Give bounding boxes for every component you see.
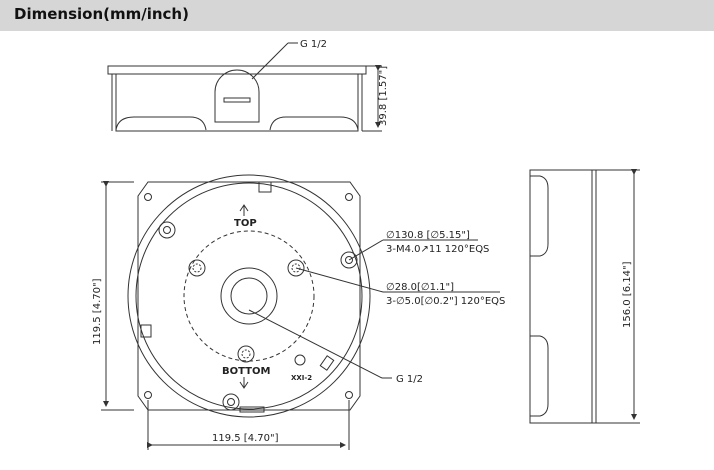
top-arrow-icon (239, 204, 249, 216)
top-view-thread-boss (214, 69, 260, 123)
small-holes-label: 3-∅5.0[∅0.2"] 120°EQS (386, 296, 505, 307)
tab-right (319, 355, 335, 371)
thread-hole-left (188, 259, 206, 277)
marking-symbol (294, 354, 306, 366)
bottom-arrow-icon (239, 377, 249, 389)
mount-boss-right (340, 251, 358, 269)
corner-hole-bl (144, 391, 152, 399)
bottom-thread-label: G 1/2 (396, 374, 423, 385)
side-view-body (529, 169, 593, 424)
mount-screw-label: 3-M4.0↗11 120°EQS (386, 244, 489, 255)
corner-hole-br (345, 391, 353, 399)
front-view-hole-circle (183, 230, 315, 362)
front-view-square-base (137, 181, 361, 411)
mount-boss-left (158, 221, 176, 239)
front-view-center-inner (230, 277, 268, 315)
top-view-left-foot (115, 116, 207, 131)
front-view-center-outer (220, 267, 278, 325)
section-title: Dimension(mm/inch) (14, 5, 189, 23)
front-view-width-label: 119.5 [4.70"] (212, 433, 279, 444)
top-view-right-foot (269, 116, 359, 131)
hole-circle-dia-label: ∅130.8 [∅5.15"] (386, 230, 470, 241)
front-view (101, 174, 500, 450)
side-view-upper-boss (530, 175, 549, 257)
leader-mount-screw (348, 239, 384, 261)
bottom-marker-label: BOTTOM (222, 366, 270, 377)
tab-top (258, 181, 272, 193)
leader-small-holes (295, 267, 384, 293)
front-view-outer-circle (127, 174, 371, 418)
leader-bottom-thread (248, 309, 383, 379)
front-view-inner-circle (135, 182, 363, 410)
top-view-thread-slot (223, 97, 251, 103)
section-header: Dimension(mm/inch) (0, 0, 714, 31)
marking-text: XXI-2 (291, 374, 312, 382)
top-view-rim (107, 65, 367, 75)
top-marker-label: TOP (234, 218, 257, 229)
front-view-height-label: 119.5 [4.70"] (92, 278, 103, 345)
side-view (529, 169, 640, 424)
top-view-body (115, 74, 359, 132)
top-view-height-label: 39.8 [1.57"] (378, 66, 389, 126)
corner-hole-tl (144, 193, 152, 201)
tab-left (140, 324, 152, 338)
top-view-leader (251, 42, 289, 80)
top-view (107, 42, 382, 132)
mount-boss-bottom (222, 393, 240, 411)
top-view-thread-label: G 1/2 (300, 39, 327, 50)
center-hole-dia-label: ∅28.0[∅1.1"] (386, 282, 454, 293)
corner-hole-tr (345, 193, 353, 201)
thread-hole-right (287, 259, 305, 277)
side-view-height-label: 156.0 [6.14"] (622, 261, 633, 328)
thread-hole-bottom (237, 345, 255, 363)
tab-bottom (239, 406, 265, 413)
side-view-lower-boss (530, 335, 549, 417)
